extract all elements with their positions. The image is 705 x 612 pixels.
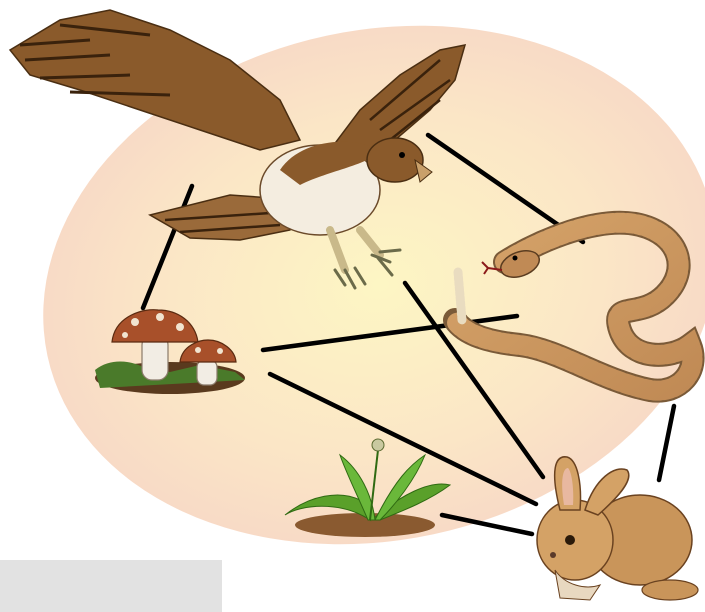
link-snake-rabbit [659,406,674,480]
rabbit-icon [537,457,698,600]
grey-patch [0,560,222,612]
